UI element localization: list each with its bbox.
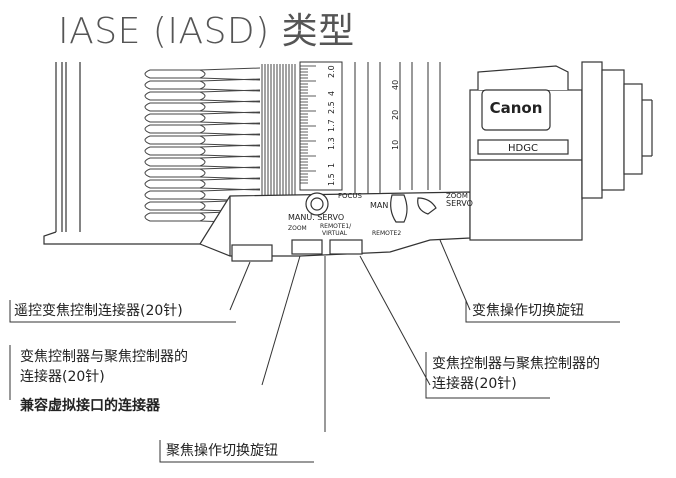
grip-rib bbox=[144, 166, 261, 180]
page-title: IASE (IASD) 类型 bbox=[58, 11, 355, 52]
focus-switch-knob bbox=[305, 192, 329, 216]
servo-right-label: SERVO bbox=[446, 199, 473, 208]
zoom-switch-knob-label: 变焦操作切换旋钮 bbox=[472, 303, 584, 319]
canon-logo-plate bbox=[477, 89, 569, 155]
grip-rib bbox=[144, 78, 261, 92]
grip-rib bbox=[144, 177, 261, 191]
lens-barrel-left bbox=[43, 62, 200, 245]
grip-rib bbox=[144, 67, 261, 81]
zoom-scale-label: 40 bbox=[391, 80, 400, 90]
left-controller-connector-label-2: 连接器(20针) bbox=[20, 369, 105, 385]
port-remote2-label: REMOTE2 bbox=[372, 230, 401, 237]
left-controller-connector-label-1: 变焦控制器与聚焦控制器的 bbox=[20, 349, 188, 365]
grip-rib bbox=[144, 133, 261, 147]
manu-servo-left-label: MANU. SERVO bbox=[288, 213, 344, 222]
zoom-scale-label: 20 bbox=[391, 110, 400, 120]
port-remote1-label: REMOTE1/ bbox=[320, 223, 352, 230]
focus-switch-label: FOCUS bbox=[338, 192, 363, 200]
hdgc-badge-text: HDGC bbox=[508, 143, 538, 154]
focus-scale-label: 1.3 bbox=[327, 137, 336, 150]
label-frames bbox=[9, 300, 620, 463]
leader-lines bbox=[229, 239, 471, 432]
grip-rib bbox=[144, 100, 261, 114]
focus-scale-label: 2.0 bbox=[327, 65, 336, 78]
focus-scale-label: 1 bbox=[327, 163, 336, 168]
remote-zoom-connector-label: 遥控变焦控制连接器(20针) bbox=[14, 303, 183, 319]
canon-logo-text: Canon bbox=[490, 99, 543, 117]
focus-scale-label: 2.5 bbox=[327, 101, 336, 114]
virtual-interface-connector-label: 兼容虚拟接口的连接器 bbox=[20, 398, 160, 414]
focus-ring bbox=[299, 61, 441, 195]
grip-rib bbox=[144, 144, 261, 158]
focus-scale-label: 4 bbox=[327, 91, 336, 96]
zoom-switch-knob bbox=[390, 194, 437, 223]
port-zoom-label: ZOOM bbox=[288, 225, 307, 232]
right-controller-connector-label-1: 变焦控制器与聚焦控制器的 bbox=[432, 356, 600, 372]
connector-blocks bbox=[231, 239, 363, 262]
focus-scale-label: 1.5 bbox=[327, 173, 336, 186]
grip-rib bbox=[144, 155, 261, 169]
manu-right-label: MAN bbox=[370, 201, 388, 210]
zoom-scale-label: 10 bbox=[391, 140, 400, 150]
grip-rib bbox=[144, 89, 261, 103]
grip-rib bbox=[144, 111, 261, 125]
zoom-switch-label: ZOOM bbox=[446, 192, 468, 200]
port-virtual-label: VIRTUAL bbox=[322, 230, 348, 237]
focus-scale-label: 1.7 bbox=[327, 119, 336, 132]
focus-switch-knob-label: 聚焦操作切换旋钮 bbox=[166, 443, 278, 459]
grip-rib bbox=[144, 122, 261, 136]
right-controller-connector-label-2: 连接器(20针) bbox=[432, 376, 517, 392]
